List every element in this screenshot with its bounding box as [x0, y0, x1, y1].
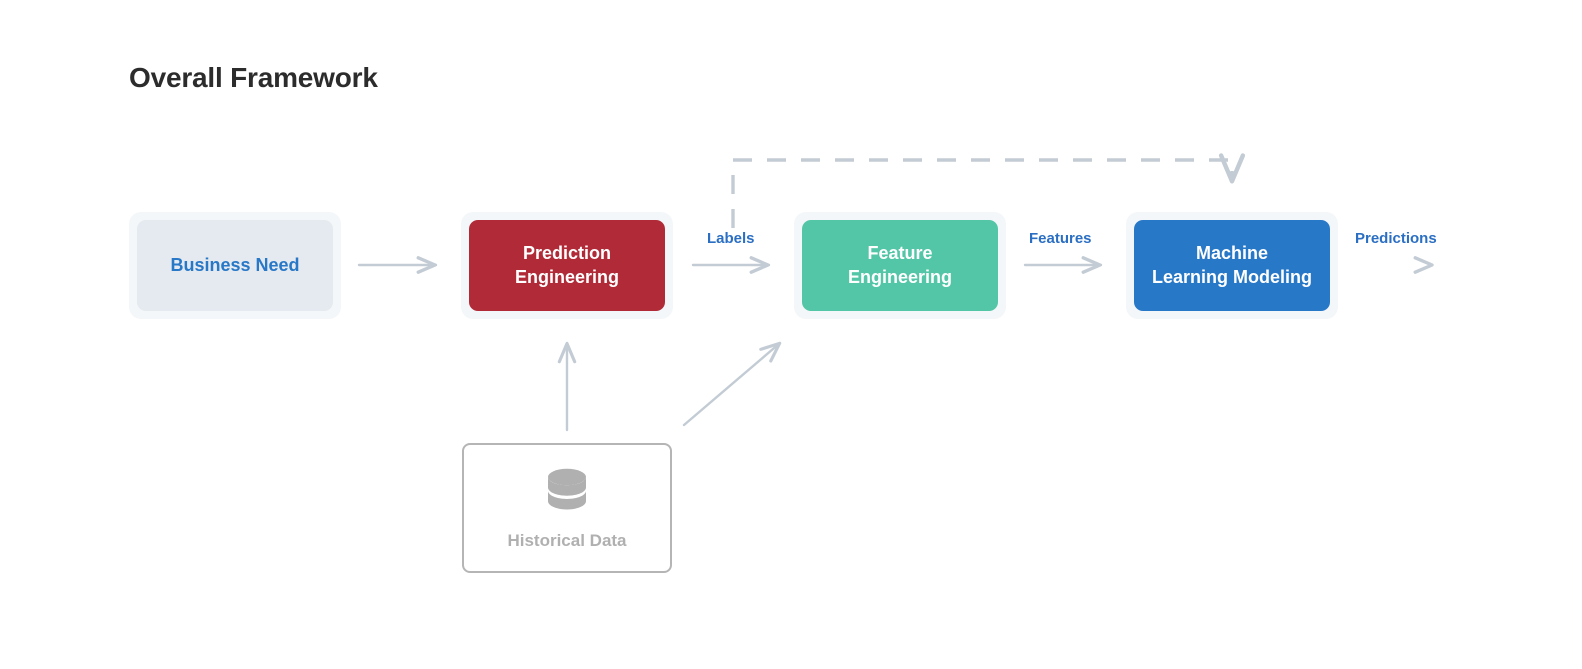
stage-business-need[interactable]: Business Need	[129, 212, 341, 319]
stage-prediction-engineering-label: Prediction Engineering	[515, 242, 619, 290]
page-title: Overall Framework	[129, 62, 378, 93]
database-icon	[545, 466, 589, 521]
stage-business-need-inner: Business Need	[137, 220, 333, 311]
stage-machine-learning-modeling[interactable]: Machine Learning Modeling	[1126, 212, 1338, 319]
stage-label-line-1: Machine	[1195, 242, 1269, 263]
stage-machine-learning-modeling-inner: Machine Learning Modeling	[1134, 220, 1330, 311]
historical-data-label: Historical Data	[507, 530, 627, 550]
stage-business-need-label: Business Need	[170, 254, 300, 275]
stage-label-line-1: Feature	[867, 242, 933, 263]
edge-label-features: Features	[1029, 230, 1092, 247]
edge-label-labels: Labels	[707, 230, 755, 247]
stage-feature-engineering-inner: Feature Engineering	[802, 220, 998, 311]
stage-prediction-engineering-inner: Prediction Engineering	[469, 220, 665, 311]
stage-label-line-2: Learning Modeling	[1152, 266, 1312, 287]
stage-machine-learning-modeling-label: Machine Learning Modeling	[1152, 242, 1312, 290]
stage-label-line-2: Engineering	[514, 266, 619, 287]
stage-prediction-engineering[interactable]: Prediction Engineering	[461, 212, 673, 319]
edge-label-predictions: Predictions	[1355, 230, 1437, 247]
arrow-historical-to-feature	[682, 341, 782, 427]
historical-data-card[interactable]: Historical Data	[462, 443, 672, 573]
stage-feature-engineering-label: Feature Engineering	[848, 242, 952, 290]
stage-label-line-1: Prediction	[522, 242, 611, 263]
stage-feature-engineering[interactable]: Feature Engineering	[794, 212, 1006, 319]
stage-label-line-2: Engineering	[847, 266, 952, 287]
